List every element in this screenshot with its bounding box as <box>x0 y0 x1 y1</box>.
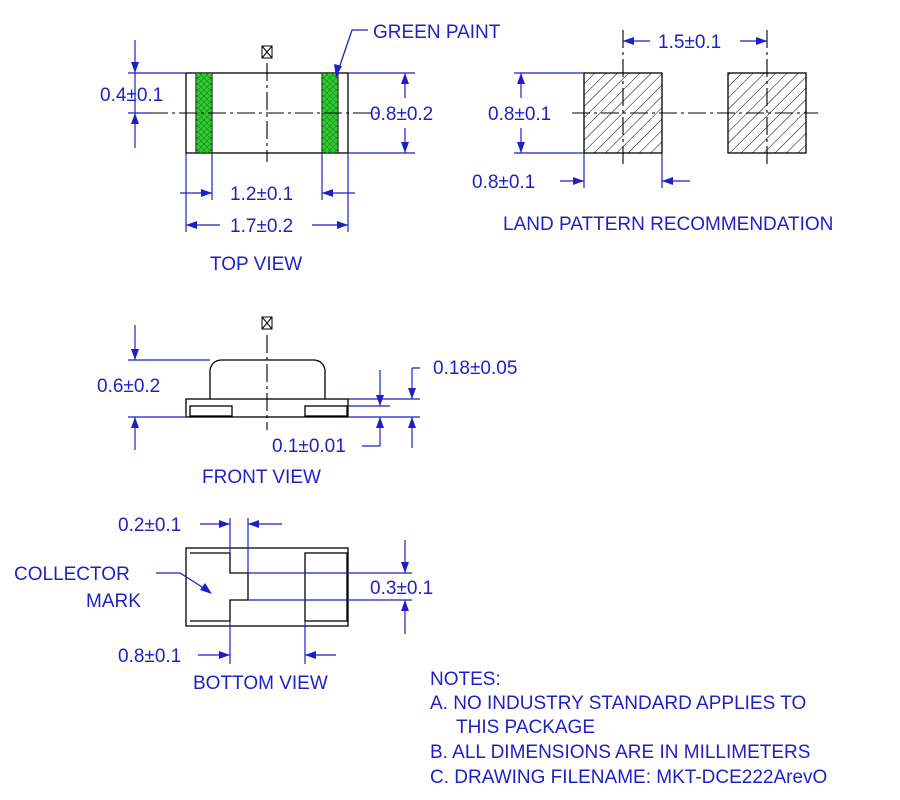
front-lead-right <box>304 405 348 417</box>
notes-heading: NOTES: <box>430 669 501 690</box>
dim-length-label: 1.7±0.2 <box>230 216 293 237</box>
front-view: 0.6±0.2 0.18±0.05 0.1±0.01 FRONT VIEW <box>97 316 517 488</box>
bottom-view-title: BOTTOM VIEW <box>193 673 328 694</box>
front-view-title: FRONT VIEW <box>202 467 321 488</box>
land-pattern-title: LAND PATTERN RECOMMENDATION <box>503 214 833 235</box>
dim-thickness-label: 0.4±0.1 <box>100 85 163 106</box>
land-height-label: 0.8±0.1 <box>488 104 551 125</box>
note-b: B. ALL DIMENSIONS ARE IN MILLIMETERS <box>430 742 810 763</box>
note-a-line2: THIS PACKAGE <box>456 717 595 738</box>
dim-inner-label: 1.2±0.1 <box>230 184 293 205</box>
collector-label-line1: COLLECTOR <box>14 564 130 585</box>
bottom-notch-label: 0.2±0.1 <box>118 515 181 536</box>
land-width-label: 0.8±0.1 <box>472 172 535 193</box>
top-view: 0.4±0.1 0.8±0.2 GREEN PAINT 1.2±0.1 1.7±… <box>100 22 501 275</box>
front-height-label: 0.6±0.2 <box>97 376 160 397</box>
notes: NOTES: A. NO INDUSTRY STANDARD APPLIES T… <box>430 669 827 788</box>
front-base-label: 0.1±0.01 <box>272 436 346 457</box>
bottom-gap-label: 0.3±0.1 <box>370 578 433 599</box>
bottom-pad-label: 0.8±0.1 <box>118 646 181 667</box>
bottom-pad-left <box>190 552 249 622</box>
bottom-body-outline <box>185 547 349 627</box>
top-view-title: TOP VIEW <box>210 254 302 275</box>
front-lead-label: 0.18±0.05 <box>433 358 517 379</box>
bottom-pad-right <box>304 552 348 622</box>
bottom-view: 0.2±0.1 0.3±0.1 0.8±0.1 COLLECTOR MARK B… <box>14 515 433 694</box>
collector-label-line2: MARK <box>86 591 141 612</box>
note-c: C. DRAWING FILENAME: MKT-DCE222ArevO <box>430 767 827 788</box>
front-lead-left <box>189 405 233 417</box>
datum-symbol-icon <box>261 45 273 59</box>
green-paint-label: GREEN PAINT <box>373 22 501 43</box>
land-pitch-label: 1.5±0.1 <box>658 32 721 53</box>
land-pattern: 1.5±0.1 0.8±0.1 0.8±0.1 LAND PATTERN REC… <box>472 30 833 235</box>
note-a-line1: A. NO INDUSTRY STANDARD APPLIES TO <box>430 693 806 714</box>
datum-symbol-front-icon <box>261 316 273 330</box>
dim-width-label: 0.8±0.2 <box>370 104 433 125</box>
